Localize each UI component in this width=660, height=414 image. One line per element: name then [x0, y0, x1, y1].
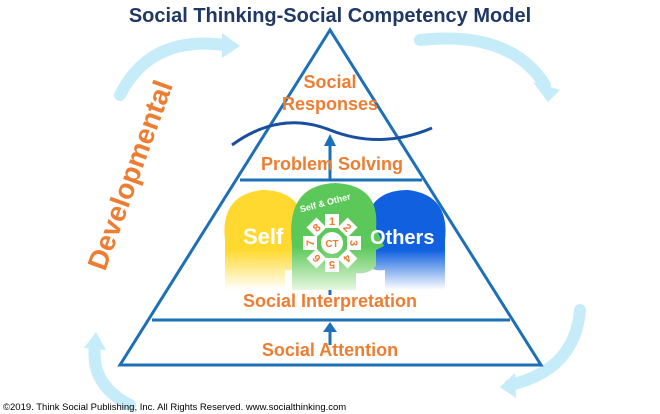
level-social-attention: Social Attention: [262, 340, 398, 360]
level-social-interpretation: Social Interpretation: [243, 291, 417, 311]
diagram-title: Social Thinking-Social Competency Model: [129, 5, 531, 27]
petal-number: 1: [329, 216, 335, 228]
arrowhead-icon: [84, 332, 106, 350]
cycle-arrows: [88, 32, 586, 411]
ct-label: CT: [325, 239, 338, 250]
self-head: [224, 190, 312, 290]
petal-2: [337, 217, 358, 238]
wave-line: [231, 121, 433, 147]
ct-circle: [321, 232, 343, 254]
petal-number: 7: [305, 240, 317, 246]
cycle-arrow-top-right: [414, 32, 551, 91]
cycle-arrow-top-left: [114, 37, 231, 101]
petal-3: [347, 236, 361, 250]
arrowhead-icon: [500, 373, 516, 398]
petal-1: [325, 214, 339, 228]
arrowhead-icon: [222, 33, 240, 58]
copyright-footer: ©2019. Think Social Publishing, Inc. All…: [3, 402, 346, 413]
level-problem-solving: Problem Solving: [261, 154, 403, 174]
petal-7: [303, 236, 317, 250]
pyramid-triangle: [117, 27, 544, 367]
petal-number: 3: [347, 240, 359, 246]
petal-number: 5: [329, 258, 335, 270]
arrowhead-icon: [533, 82, 560, 102]
cycle-arrow-bottom-right: [504, 304, 586, 391]
level-responses-line1: Social: [303, 72, 356, 92]
self-label: Self: [243, 224, 284, 249]
petal-5: [325, 258, 339, 272]
petal-8: [306, 217, 327, 238]
developmental-label: Developmental: [82, 76, 179, 274]
others-label: Others: [370, 227, 434, 249]
cycle-arrow-bottom-left: [88, 339, 136, 411]
others-head: [358, 190, 446, 290]
level-responses-line2: Responses: [282, 94, 378, 114]
